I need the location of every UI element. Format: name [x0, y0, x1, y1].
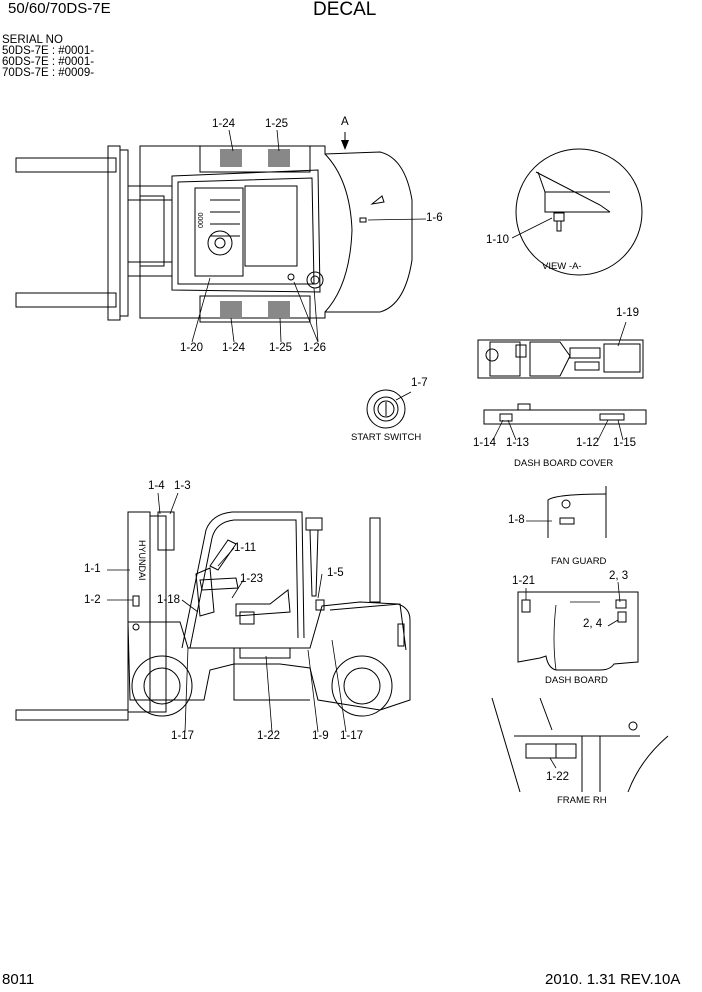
callout-2-4: 2, 4 [583, 618, 603, 630]
callout-1-26: 1-26 [303, 342, 327, 354]
callout-1-19: 1-19 [616, 307, 640, 319]
callout-1-25: 1-25 [269, 342, 293, 354]
callout-1-22: 1-22 [546, 771, 570, 783]
serial-line: 70DS-7E : #0009- [2, 67, 95, 79]
page-title: DECAL [313, 0, 377, 20]
callout-1-17: 1-17 [340, 730, 364, 742]
frame-rh-detail [491, 697, 669, 793]
callout-1-8: 1-8 [508, 514, 525, 526]
callout-1-1: 1-1 [84, 563, 101, 575]
callout-1-10: 1-10 [486, 234, 510, 246]
callout-1-3: 1-3 [174, 480, 191, 492]
callout-1-22: 1-22 [257, 730, 281, 742]
callout-1-12: 1-12 [576, 437, 600, 449]
page-number: 8011 [2, 971, 35, 988]
callout-1-6: 1-6 [426, 212, 443, 224]
serial-line: 50DS-7E : #0001- [2, 45, 95, 57]
model-header: 50/60/70DS-7E [8, 0, 111, 17]
callout-1-23: 1-23 [240, 573, 264, 585]
callout-1-4: 1-4 [148, 480, 165, 492]
dash-board-detail [517, 581, 639, 671]
callout-1-18: 1-18 [157, 594, 181, 606]
side-view-forklift: HYUNDAI [15, 492, 411, 733]
fan-guard-caption: FAN GUARD [551, 556, 607, 567]
view-a-detail [511, 148, 643, 276]
callout-1-20: 1-20 [180, 342, 204, 354]
callout-1-25: 1-25 [265, 118, 289, 130]
dash-board-cover-caption: DASH BOARD COVER [514, 458, 614, 469]
callout-1-13: 1-13 [506, 437, 530, 449]
callout-1-2: 1-2 [84, 594, 101, 606]
revision-date: 2010. 1.31 REV.10A [545, 971, 681, 988]
serial-heading: SERIAL NO [2, 34, 63, 46]
callout-1-7: 1-7 [411, 377, 428, 389]
fan-guard-detail [526, 486, 607, 538]
callout-1-11: 1-11 [234, 542, 257, 554]
dash-board-cover-detail [483, 403, 647, 441]
callout-1-14: 1-14 [473, 437, 497, 449]
svg-text:0000: 0000 [198, 212, 205, 228]
callout-1-5: 1-5 [327, 567, 344, 579]
view-marker-a: A [341, 116, 349, 128]
callout-2-3: 2, 3 [609, 570, 629, 582]
dash-board-caption: DASH BOARD [545, 675, 608, 686]
callout-1-24: 1-24 [212, 118, 236, 130]
serial-line: 60DS-7E : #0001- [2, 56, 95, 68]
top-view-forklift: 0000 [15, 129, 427, 343]
callout-1-24: 1-24 [222, 342, 246, 354]
start-switch-caption: START SWITCH [351, 432, 422, 443]
start-switch-detail [366, 389, 412, 429]
callout-1-17: 1-17 [171, 730, 195, 742]
callout-1-9: 1-9 [312, 730, 329, 742]
frame-rh-caption: FRAME RH [557, 795, 607, 806]
view-a-caption: VIEW -A- [542, 261, 582, 272]
callout-1-21: 1-21 [512, 575, 536, 587]
brand-logo-text: HYUNDAI [137, 540, 147, 581]
callout-1-15: 1-15 [613, 437, 637, 449]
dash-upper-detail [477, 321, 644, 379]
